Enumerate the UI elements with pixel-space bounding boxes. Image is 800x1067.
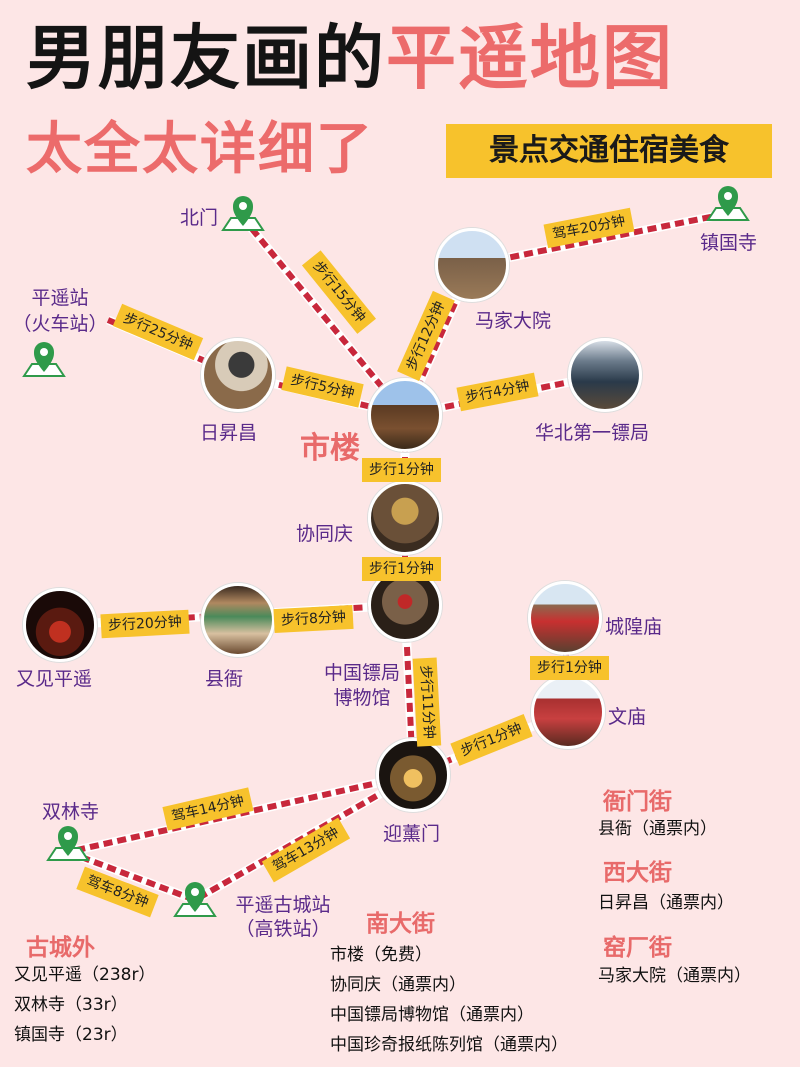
map-pin-icon	[173, 882, 217, 917]
nandajie-item: 中国镖局博物馆（通票内）	[330, 1005, 534, 1025]
route-label: 步行1分钟	[362, 557, 441, 581]
place-youjian: 又见平遥	[16, 668, 93, 690]
place-majia: 马家大院	[475, 310, 552, 332]
route-label: 步行1分钟	[362, 458, 441, 482]
photo-yingxun	[376, 738, 450, 812]
route-label: 步行1分钟	[530, 656, 609, 680]
title-highlight: 平遥地图	[386, 17, 674, 99]
route-label: 步行20分钟	[100, 609, 190, 639]
map-pin-icon	[221, 196, 265, 231]
photo-rishengchang	[201, 338, 275, 412]
place-huabei: 华北第一镖局	[535, 422, 650, 444]
route-label: 步行11分钟	[412, 657, 442, 747]
place-yingxun: 迎薰门	[383, 823, 441, 845]
route-label: 步行8分钟	[273, 604, 354, 634]
map-pin-icon	[706, 186, 750, 221]
photo-wenmiao	[531, 675, 605, 749]
place-zhenguosi: 镇国寺	[700, 232, 758, 254]
place-pingyao-station: 平遥站	[31, 287, 89, 309]
photo-huabei	[568, 338, 642, 412]
photo-xianya	[201, 583, 275, 657]
street-item: 马家大院（通票内）	[598, 966, 751, 986]
photo-chenghuang	[528, 581, 602, 655]
place-chenghuang: 城隍庙	[605, 616, 663, 638]
place-hsr-line2: （高铁站）	[235, 918, 331, 940]
place-beimen: 北门	[180, 207, 219, 229]
place-hsr-line1: 平遥古城站	[235, 894, 331, 916]
nandajie-item: 市楼（免费）	[330, 945, 432, 965]
place-shilou: 市楼	[300, 431, 360, 466]
nandajie-item: 协同庆（通票内）	[330, 975, 466, 995]
place-pingyao-station-note: （火车站）	[12, 313, 108, 335]
place-xietongqing: 协同庆	[296, 523, 354, 545]
outside-item: 镇国寺（23r）	[14, 1025, 128, 1045]
outside-item: 又见平遥（238r）	[14, 965, 156, 985]
map-pin-icon	[22, 342, 66, 377]
outside-item: 双林寺（33r）	[14, 995, 128, 1015]
street-item: 日昇昌（通票内）	[598, 893, 734, 913]
nandajie-item: 中国珍奇报纸陈列馆（通票内）	[330, 1035, 568, 1055]
photo-youjian	[23, 588, 97, 662]
tag-badge: 景点交通住宿美食	[446, 124, 772, 178]
street-heading: 窑厂街	[603, 935, 672, 961]
photo-shilou	[368, 378, 442, 452]
place-museum-line2: 博物馆	[333, 687, 391, 709]
street-heading: 衙门街	[603, 789, 672, 815]
street-item: 县衙（通票内）	[598, 819, 717, 839]
nandajie-heading: 南大街	[366, 911, 435, 937]
place-xianya: 县衙	[205, 668, 244, 690]
title-main: 男朋友画的	[26, 17, 386, 99]
outside-heading: 古城外	[26, 935, 95, 961]
photo-xietongqing	[368, 481, 442, 555]
page-title: 男朋友画的平遥地图	[26, 8, 674, 108]
place-shuanglin: 双林寺	[42, 801, 100, 823]
page-subtitle: 太全太详细了	[26, 117, 374, 182]
street-heading: 西大街	[603, 860, 672, 886]
place-museum-line1: 中国镖局	[323, 662, 401, 684]
photo-majia	[435, 228, 509, 302]
place-wenmiao: 文庙	[608, 706, 647, 728]
place-rishengchang: 日昇昌	[200, 422, 258, 444]
map-pin-icon	[46, 826, 90, 861]
